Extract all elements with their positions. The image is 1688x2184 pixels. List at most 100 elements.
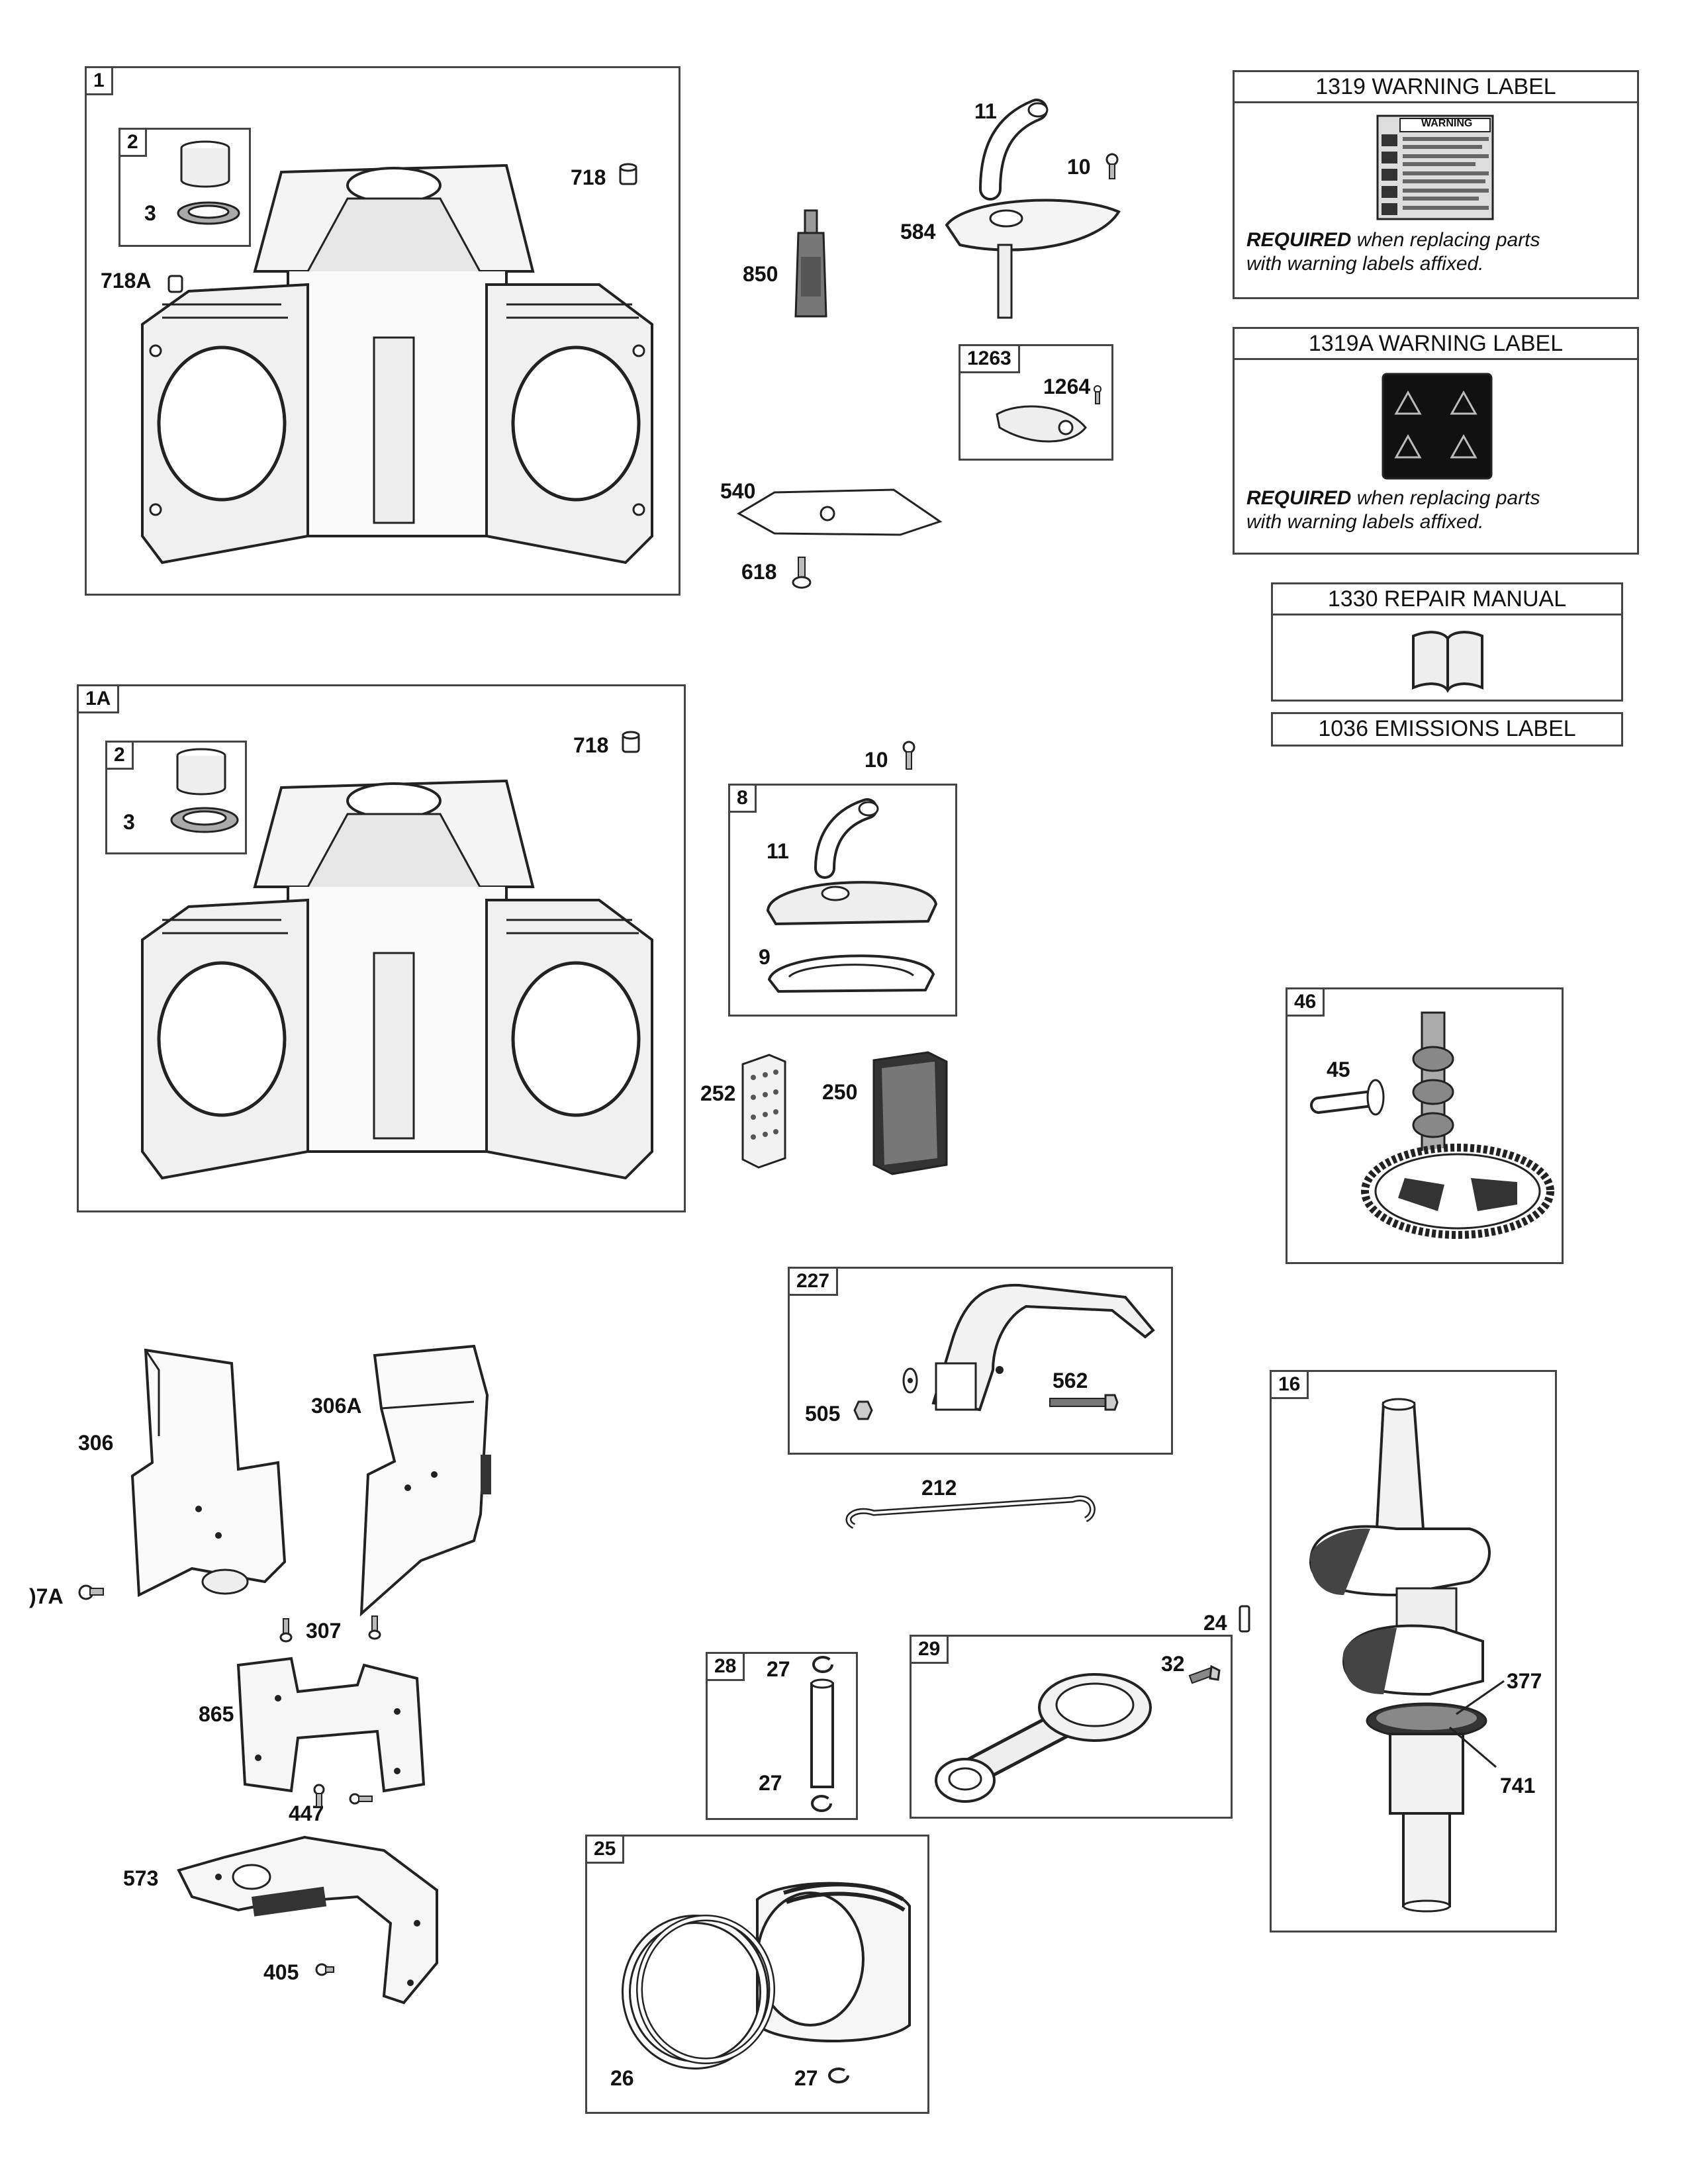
- repair-manual-1330-box: 1330 REPAIR MANUAL: [1271, 582, 1623, 702]
- warning-label-1319-title: 1319 WARNING LABEL: [1235, 72, 1637, 103]
- callout-27-piston: 27: [794, 2066, 818, 2090]
- cylinder-block-part: [136, 139, 659, 569]
- callout-32: 32: [1161, 1652, 1185, 1676]
- box-number-2: 2: [120, 130, 147, 157]
- filter-element-250-part: [868, 1048, 951, 1177]
- screw-618-part: [792, 557, 812, 589]
- box-breather-valve-1263: 1263: [959, 344, 1113, 461]
- warning-label-1319-note-bold: REQUIRED: [1246, 229, 1352, 251]
- warning-label-1319A-note: REQUIRED when replacing parts with warni…: [1246, 486, 1630, 534]
- oil-seal-part: [175, 199, 242, 228]
- washer-part: [902, 1366, 919, 1395]
- air-guide-306A-part: [355, 1342, 507, 1627]
- screw-307-left-part: [279, 1618, 293, 1643]
- box-breather-assembly-8: 8: [728, 784, 957, 1017]
- screw-10-lower-part: [902, 741, 916, 770]
- rod-bolt-32-part: [1188, 1662, 1221, 1689]
- box-number-16: 16: [1272, 1372, 1309, 1399]
- callout-252: 252: [700, 1081, 736, 1105]
- retaining-ring-top-part: [812, 1655, 834, 1674]
- callout-1264: 1264: [1043, 375, 1091, 398]
- breather-cover-lower-part: [763, 864, 940, 928]
- breather-gasket-part: [763, 940, 940, 995]
- callout-618: 618: [741, 560, 777, 584]
- box-piston-25: 25: [585, 1835, 929, 2114]
- callout-573: 573: [123, 1866, 159, 1890]
- piston-rings-part: [617, 1909, 776, 2074]
- box-cylinder-assembly-1A: 1A 2: [77, 684, 686, 1212]
- callout-865: 865: [199, 1702, 234, 1726]
- callout-45: 45: [1327, 1058, 1350, 1081]
- dowel-pin-part-lower: [621, 731, 641, 754]
- warning-label-1319-box: 1319 WARNING LABEL WARNING REQUIRED when…: [1233, 70, 1639, 299]
- callout-10-lower: 10: [865, 748, 888, 772]
- reed-valve-part: [993, 401, 1092, 449]
- box-number-8: 8: [730, 786, 757, 813]
- dowel-pin-part: [618, 163, 638, 187]
- callout-718-lower: 718: [573, 733, 609, 757]
- callout-505: 505: [805, 1402, 841, 1426]
- callout-718: 718: [571, 165, 606, 189]
- screw-10-part: [1104, 153, 1120, 180]
- box-bushing-seal-2: 2: [118, 128, 251, 247]
- bolt-562-part: [1046, 1392, 1119, 1412]
- screw-307A-part: [78, 1580, 105, 1602]
- box-governor-227: 227: [788, 1267, 1173, 1455]
- piston-pin-part: [808, 1678, 837, 1791]
- callout-718A: 718A: [101, 269, 152, 293]
- callout-405: 405: [263, 1960, 299, 1984]
- filter-element-252-part: [736, 1051, 789, 1170]
- warning-sticker-header: WARNING: [1421, 118, 1473, 129]
- box-number-25: 25: [587, 1837, 625, 1864]
- box-crankshaft-16: 16: [1270, 1370, 1557, 1933]
- callout-584: 584: [900, 220, 936, 244]
- warning-sticker-image: [1376, 114, 1494, 220]
- callout-540: 540: [720, 479, 756, 503]
- bushing-part: [172, 139, 238, 192]
- warning-label-1319A-note-line2: with warning labels affixed.: [1246, 511, 1484, 533]
- callout-27-bottom: 27: [759, 1771, 782, 1795]
- dowel-pin-718A-part: [167, 273, 184, 294]
- warning-label-1319-note: REQUIRED when replacing parts with warni…: [1246, 228, 1630, 276]
- gasket-540-part: [735, 487, 944, 540]
- connecting-rod-part: [929, 1668, 1154, 1813]
- warning-label-1319A-title: 1319A WARNING LABEL: [1235, 329, 1637, 360]
- box-number-46: 46: [1288, 989, 1325, 1017]
- callout-562: 562: [1053, 1369, 1088, 1392]
- callout-10: 10: [1067, 155, 1091, 179]
- breather-tube-part: [977, 97, 1050, 201]
- callout-850: 850: [743, 262, 778, 286]
- warning-label-1319A-note-bold: REQUIRED: [1246, 487, 1352, 509]
- screw-307-right-part: [368, 1615, 381, 1640]
- box-camshaft-46: 46: [1286, 987, 1564, 1264]
- screw-405-part: [315, 1960, 335, 1980]
- callout-26: 26: [610, 2066, 634, 2090]
- callout-306: 306: [78, 1431, 114, 1455]
- callout-377: 377: [1507, 1669, 1542, 1693]
- callout-11: 11: [974, 99, 997, 123]
- sealant-tube-part: [793, 209, 829, 322]
- warning-symbols-image: [1382, 373, 1493, 480]
- callout-741: 741: [1500, 1774, 1536, 1797]
- retaining-ring-piston-part: [827, 2066, 850, 2085]
- crankshaft-part: [1297, 1396, 1536, 1913]
- box-number-1: 1: [87, 68, 113, 95]
- baffle-865-part: [232, 1652, 430, 1797]
- governor-lever-part: [914, 1277, 1165, 1416]
- callout-3: 3: [144, 201, 156, 225]
- callout-307: 307: [306, 1619, 342, 1643]
- breather-cover-part: [940, 185, 1125, 319]
- box-number-1263: 1263: [961, 346, 1020, 373]
- emissions-label-1036-box: 1036 EMISSIONS LABEL: [1271, 712, 1623, 747]
- box-number-29: 29: [912, 1637, 949, 1664]
- nut-505-part: [853, 1400, 873, 1420]
- cylinder-block-part-lower: [129, 754, 665, 1185]
- manual-book-icon: [1409, 627, 1486, 693]
- warning-label-1319-note-rest: when replacing parts: [1351, 229, 1540, 251]
- callout-24: 24: [1203, 1611, 1227, 1635]
- callout-212: 212: [921, 1476, 957, 1500]
- callout-3-lower: 3: [123, 810, 135, 834]
- callout-9: 9: [759, 945, 771, 969]
- box-number-1A: 1A: [79, 686, 120, 713]
- repair-manual-1330-title: 1330 REPAIR MANUAL: [1273, 584, 1621, 615]
